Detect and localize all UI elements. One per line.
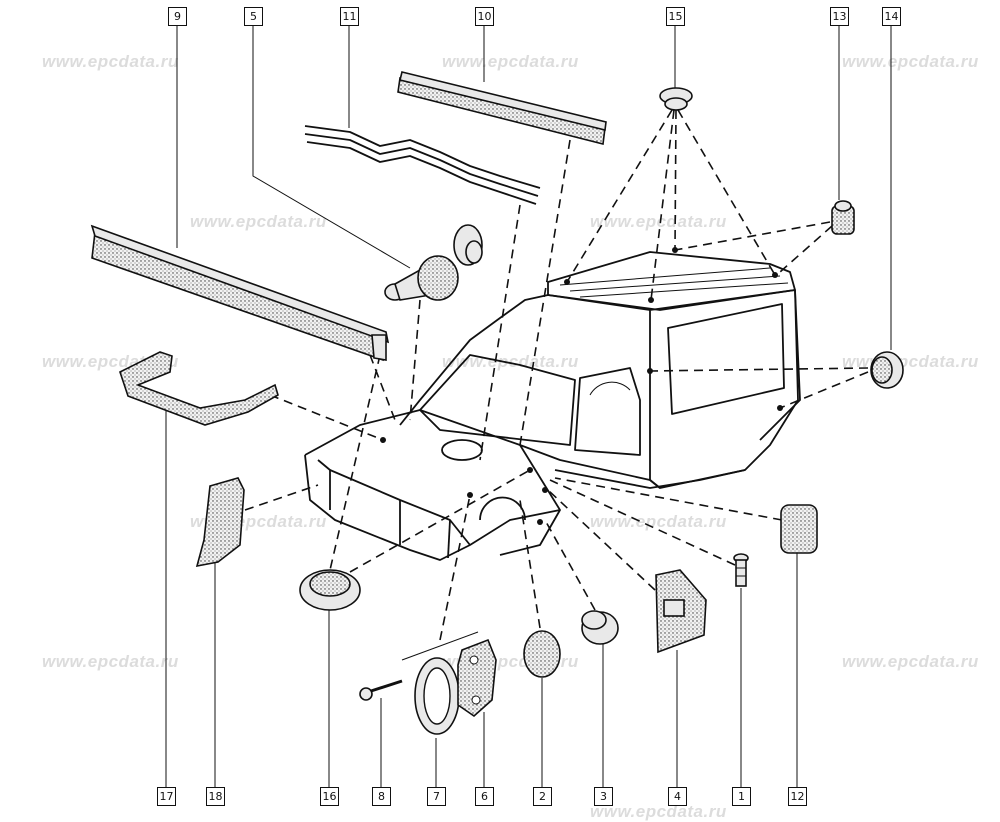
callout-14: 14 — [882, 7, 901, 26]
part-1-fastener — [733, 553, 749, 587]
callout-18: 18 — [206, 787, 225, 806]
callout-1: 1 — [732, 787, 751, 806]
watermark: www.epcdata.ru — [842, 652, 979, 671]
callout-3: 3 — [594, 787, 613, 806]
leader-5 — [252, 24, 411, 269]
callout-15: 15 — [666, 7, 685, 26]
part-10-upper-seal — [397, 71, 607, 145]
leader-lines — [165, 24, 892, 788]
part-13-clip — [831, 200, 855, 235]
part-5-filler-grommet — [384, 224, 483, 301]
assembly-lines — [244, 109, 869, 641]
part-15-roof-plug — [659, 87, 693, 111]
callout-16: 16 — [320, 787, 339, 806]
part-3-plug — [581, 610, 619, 645]
part-11-wavy-seal — [304, 125, 541, 205]
part-7-seal-ring — [414, 657, 460, 735]
callout-11: 11 — [340, 7, 359, 26]
callout-2: 2 — [533, 787, 552, 806]
part-8-screw — [359, 679, 403, 701]
part-4-plate — [655, 569, 707, 654]
callout-9: 9 — [168, 7, 187, 26]
part-18-pad — [195, 477, 245, 568]
callout-17: 17 — [157, 787, 176, 806]
watermark: www.epcdata.ru — [590, 802, 727, 821]
callout-13: 13 — [830, 7, 849, 26]
watermark: www.epcdata.ru — [442, 52, 579, 71]
part-14-grommet — [870, 351, 904, 389]
callout-6: 6 — [475, 787, 494, 806]
part-17-bracket — [119, 351, 279, 426]
callout-8: 8 — [372, 787, 391, 806]
callout-5: 5 — [244, 7, 263, 26]
watermark: www.epcdata.ru — [42, 652, 179, 671]
callout-7: 7 — [427, 787, 446, 806]
callout-4: 4 — [668, 787, 687, 806]
part-2-plug — [523, 630, 561, 678]
watermark: www.epcdata.ru — [42, 52, 179, 71]
part-6-cover-plate — [457, 638, 497, 718]
part-9-seal-strip — [90, 224, 390, 362]
part-12-pad — [780, 504, 818, 554]
callout-10: 10 — [475, 7, 494, 26]
watermark: www.epcdata.ru — [590, 212, 727, 231]
vehicle-body-shell — [304, 247, 801, 561]
watermark: www.epcdata.ru — [842, 52, 979, 71]
part-16-large-grommet — [299, 569, 361, 611]
callout-12: 12 — [788, 787, 807, 806]
watermark: www.epcdata.ru — [590, 512, 727, 531]
watermark: www.epcdata.ru — [190, 212, 327, 231]
